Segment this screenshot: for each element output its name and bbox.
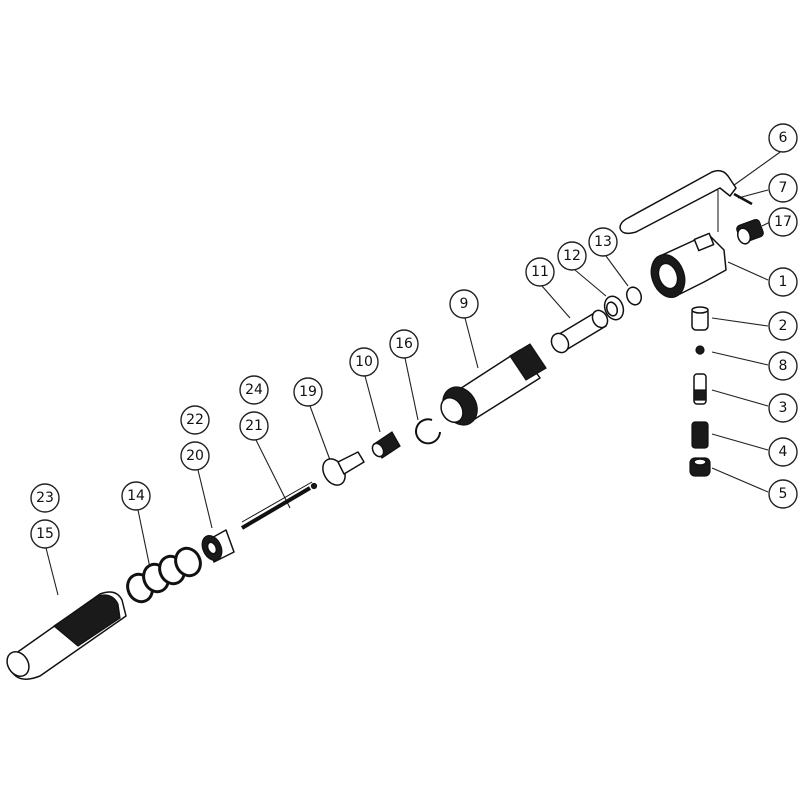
part-coil-spring bbox=[126, 546, 202, 604]
callout-14: 14 bbox=[121, 481, 151, 511]
part-cylinder bbox=[440, 343, 547, 426]
callout-6: 6 bbox=[768, 123, 798, 153]
part-lever-pin bbox=[733, 192, 753, 206]
callout-1: 1 bbox=[768, 267, 798, 297]
callout-label: 3 bbox=[779, 400, 788, 416]
callout-label: 7 bbox=[779, 180, 788, 196]
callout-9: 9 bbox=[449, 289, 479, 319]
callout-label: 20 bbox=[186, 448, 204, 464]
callout-8: 8 bbox=[768, 351, 798, 381]
leader-lines bbox=[45, 149, 784, 596]
part-retainer bbox=[371, 431, 401, 459]
callout-label: 6 bbox=[779, 130, 788, 146]
callout-23: 23 bbox=[30, 483, 60, 513]
callout-21: 21 bbox=[239, 411, 269, 441]
callout-13: 13 bbox=[588, 227, 618, 257]
part-snap-ring bbox=[415, 418, 441, 445]
part-ball bbox=[695, 345, 705, 355]
callout-label: 19 bbox=[299, 384, 317, 400]
callout-17: 17 bbox=[768, 207, 798, 237]
callout-20: 20 bbox=[180, 441, 210, 471]
part-plunger bbox=[322, 451, 365, 486]
part-nose-sleeve bbox=[6, 591, 127, 680]
callouts: 6 7 17 1 2 8 3 4 bbox=[30, 123, 798, 549]
callout-label: 2 bbox=[779, 318, 788, 334]
part-valve-bush bbox=[691, 306, 709, 331]
part-rear-housing bbox=[650, 232, 727, 298]
callout-24: 24 bbox=[239, 375, 269, 405]
callout-15: 15 bbox=[30, 519, 60, 549]
part-handle-lever bbox=[619, 169, 737, 235]
part-small-ring bbox=[625, 286, 643, 306]
callout-19: 19 bbox=[293, 377, 323, 407]
part-washer bbox=[603, 295, 625, 321]
part-pins bbox=[240, 481, 318, 530]
callout-label: 1 bbox=[779, 274, 788, 290]
callout-11: 11 bbox=[525, 257, 555, 287]
callout-12: 12 bbox=[557, 241, 587, 271]
callout-label: 12 bbox=[563, 248, 581, 264]
part-valve-cap bbox=[736, 218, 764, 245]
callout-label: 14 bbox=[127, 488, 145, 504]
callout-label: 8 bbox=[779, 358, 788, 374]
callout-label: 21 bbox=[245, 418, 263, 434]
callout-label: 15 bbox=[36, 526, 54, 542]
part-bushing bbox=[201, 529, 235, 563]
part-piston bbox=[550, 309, 609, 354]
callout-label: 11 bbox=[531, 264, 549, 280]
callout-label: 13 bbox=[594, 234, 612, 250]
callout-3: 3 bbox=[768, 393, 798, 423]
callout-label: 16 bbox=[395, 336, 413, 352]
part-valve-spring bbox=[691, 421, 709, 449]
callout-label: 9 bbox=[460, 296, 469, 312]
callout-7: 7 bbox=[768, 173, 798, 203]
callout-label: 24 bbox=[245, 382, 263, 398]
callout-label: 22 bbox=[186, 412, 204, 428]
callout-label: 10 bbox=[355, 354, 373, 370]
callout-2: 2 bbox=[768, 311, 798, 341]
callout-label: 17 bbox=[774, 214, 792, 230]
callout-4: 4 bbox=[768, 437, 798, 467]
callout-label: 5 bbox=[779, 486, 788, 502]
part-valve-stem bbox=[693, 373, 707, 405]
callout-22: 22 bbox=[180, 405, 210, 435]
callout-16: 16 bbox=[389, 329, 419, 359]
callout-10: 10 bbox=[349, 347, 379, 377]
part-valve-plug bbox=[689, 457, 711, 477]
callout-label: 23 bbox=[36, 490, 54, 506]
callout-label: 4 bbox=[779, 444, 788, 460]
callout-5: 5 bbox=[768, 479, 798, 509]
